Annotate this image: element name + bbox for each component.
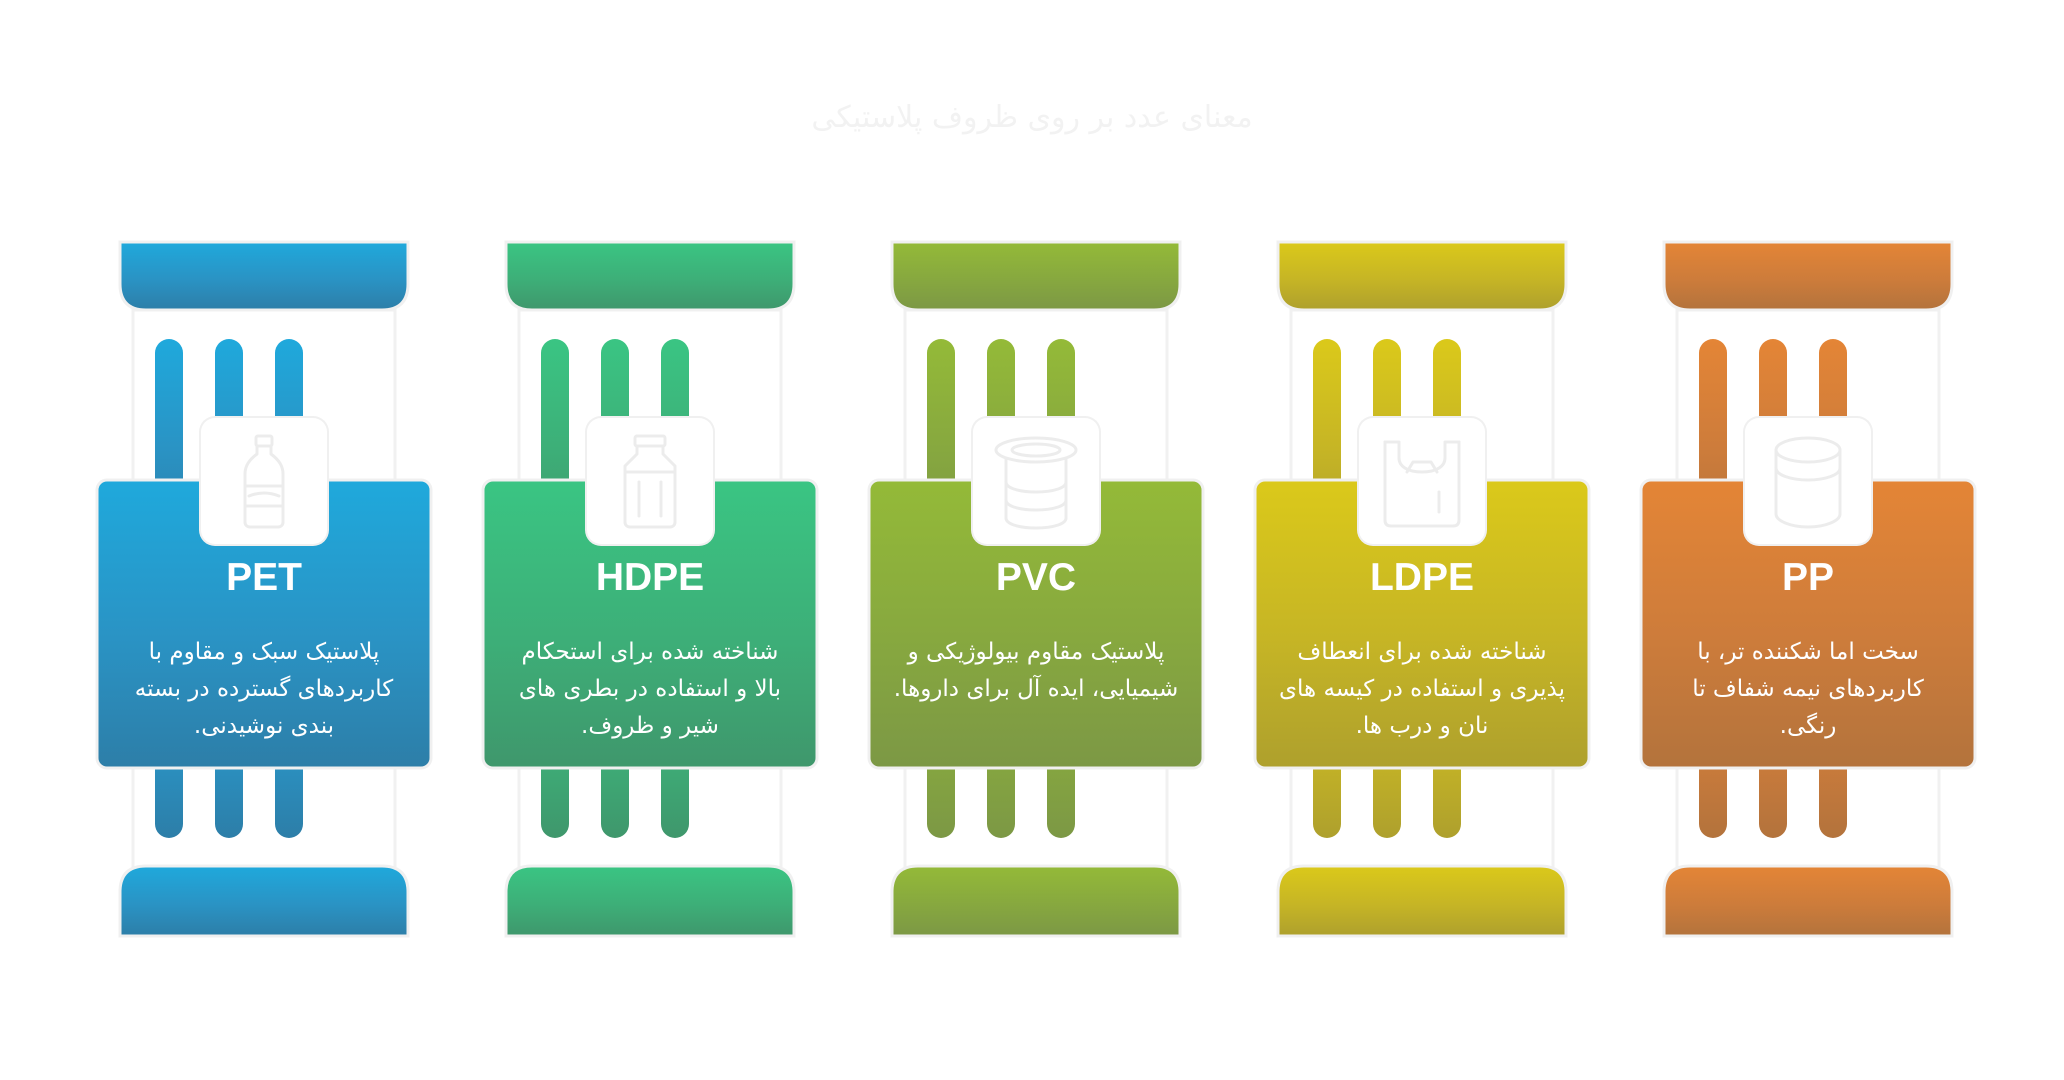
plastic-description: پلاستیک سبک و مقاوم با کاربردهای گسترده …: [134, 639, 394, 739]
page-title: معنای عدد بر روی ظروف پلاستیکی: [811, 100, 1253, 135]
icon-box: [1745, 418, 1871, 544]
plastic-code: HDPE: [595, 556, 705, 599]
bottle-icon: [243, 434, 285, 529]
icon-box: [1359, 418, 1485, 544]
bottom-cap: [1276, 864, 1568, 938]
plastic-code: LDPE: [1369, 556, 1474, 599]
icon-box: [201, 418, 327, 544]
plastic-code: PVC: [995, 556, 1077, 599]
column-hdpe: HDPE شناخته شده برای استحکام بالا و استف…: [481, 240, 819, 940]
cup-icon: [1774, 436, 1842, 529]
top-cap: [118, 240, 410, 312]
top-cap: [890, 240, 1182, 312]
icon-box: [973, 418, 1099, 544]
container-icon: [994, 436, 1078, 530]
bottom-cap: [890, 864, 1182, 938]
column-frame: [95, 240, 433, 938]
bottom-cap: [1662, 864, 1954, 938]
plastic-description: شناخته شده برای انعطاف پذیری و استفاده د…: [1279, 639, 1565, 739]
column-pet: PET پلاستیک سبک و مقاوم با کاربردهای گست…: [95, 240, 433, 940]
plastic-code: PP: [1781, 556, 1835, 599]
top-cap: [1276, 240, 1568, 312]
plastic-description: شناخته شده برای استحکام بالا و استفاده د…: [518, 639, 782, 739]
top-cap: [1662, 240, 1954, 312]
column-frame: [481, 240, 819, 938]
top-cap: [504, 240, 796, 312]
column-frame: [1253, 240, 1591, 938]
icon-box: [587, 418, 713, 544]
plastic-description: پلاستیک مقاوم بیولوژیکی و شیمیایی، ایده …: [893, 639, 1179, 702]
plastic-code: PET: [226, 556, 302, 599]
column-pp: PP سخت اما شکننده تر، با کاربردهای نیمه …: [1639, 240, 1977, 940]
bottom-cap: [118, 864, 410, 938]
milk-jug-icon: [623, 434, 677, 529]
plastic-bag-icon: [1383, 440, 1461, 528]
column-pvc: PVC پلاستیک مقاوم بیولوژیکی و شیمیایی، ا…: [867, 240, 1205, 940]
bottom-cap: [504, 864, 796, 938]
column-ldpe: LDPE شناخته شده برای انعطاف پذیری و استف…: [1253, 240, 1591, 940]
plastic-description: سخت اما شکننده تر، با کاربردهای نیمه شفا…: [1692, 639, 1924, 739]
